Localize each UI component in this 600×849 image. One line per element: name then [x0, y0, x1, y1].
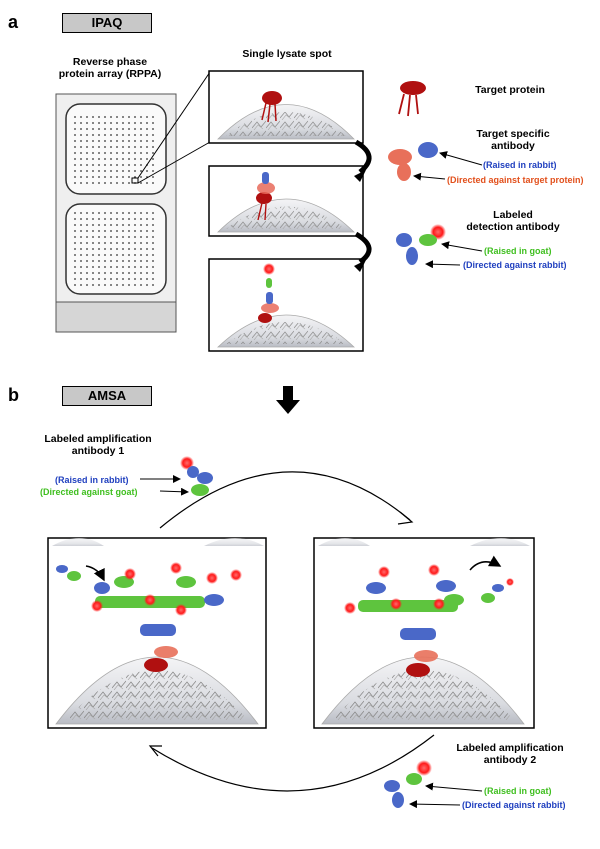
target-protein-1 — [261, 91, 282, 123]
lysate-box-1 — [208, 70, 364, 144]
down-arrow — [276, 386, 300, 414]
amp2-antibody-icon — [384, 760, 432, 808]
target-antibody-title-line2: antibody — [491, 140, 535, 152]
detection-antibody-raised: (Raised in goat) — [484, 246, 552, 256]
lysate-box-3 — [208, 258, 364, 352]
rppa-title-line1: Reverse phase — [72, 56, 148, 68]
rppa-slide — [55, 93, 177, 333]
detection-antibody-directed: (Directed against rabbit) — [463, 260, 567, 270]
zoom-line-top — [137, 71, 211, 179]
detection-antibody-title-line1: Labeled — [493, 209, 533, 221]
panel-a-letter: a — [8, 12, 19, 32]
target-antibody-title-line1: Target specific — [476, 128, 550, 140]
rppa-title-line2: protein array (RPPA) — [58, 68, 162, 80]
panel-b-letter: b — [8, 385, 19, 405]
amp2-title: Labeled amplification antibody 2 — [440, 742, 580, 766]
amsa-box-left — [47, 537, 267, 729]
detection-antibody-title: Labeled detection antibody — [458, 209, 568, 233]
amp1-antibody-icon — [180, 456, 213, 496]
detection-antibody-title-line2: detection antibody — [466, 221, 560, 233]
amp2-title-line1: Labeled amplification — [456, 742, 564, 754]
curved-arrow-2 — [354, 231, 372, 265]
amsa-box-right — [313, 537, 535, 729]
amp1-title: Labeled amplification antibody 1 — [28, 433, 168, 457]
zoom-line-bottom — [137, 141, 211, 184]
cycle-arc-top — [159, 471, 411, 529]
cycle-arc-bottom — [151, 734, 435, 792]
target-protein-label: Target protein — [475, 84, 545, 96]
target-antibody-title: Target specific antibody — [458, 128, 568, 152]
lysate-spot-title: Single lysate spot — [242, 48, 332, 60]
amsa-tag: AMSA — [62, 386, 152, 406]
amp1-directed: (Directed against goat) — [40, 487, 138, 497]
target-protein-icon — [398, 81, 426, 117]
amp1-raised: (Raised in rabbit) — [55, 475, 129, 485]
amp2-title-line2: antibody 2 — [483, 754, 537, 766]
amp2-directed: (Directed against rabbit) — [462, 800, 566, 810]
amp1-title-line2: antibody 1 — [71, 445, 125, 457]
amp2-raised: (Raised in goat) — [484, 786, 552, 796]
curved-arrow-1 — [354, 139, 372, 174]
rppa-title: Reverse phase protein array (RPPA) — [50, 56, 170, 80]
detection-antibody-icon — [396, 224, 446, 265]
lysate-box-2 — [208, 165, 364, 237]
ipaq-tag: IPAQ — [62, 13, 152, 33]
target-antibody-raised: (Raised in rabbit) — [483, 160, 557, 170]
target-antibody-icon — [388, 142, 438, 181]
amp1-title-line1: Labeled amplification — [44, 433, 152, 445]
target-antibody-directed: (Directed against target protein) — [447, 175, 584, 185]
